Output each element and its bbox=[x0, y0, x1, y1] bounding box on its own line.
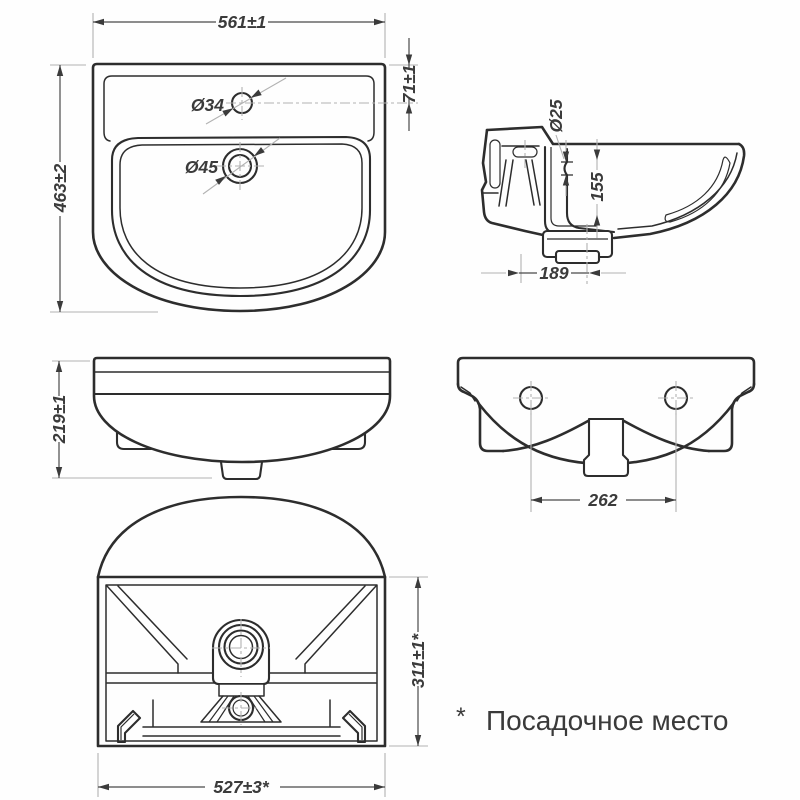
side-bowl-outer bbox=[612, 142, 746, 240]
faucet-hole-label: Ø34 bbox=[191, 95, 224, 115]
dim-mount-hole-spacing: 262 bbox=[530, 410, 677, 512]
drain-hole-arrow-sw bbox=[215, 175, 227, 185]
dim-top-width: 561±1 bbox=[92, 12, 386, 58]
bottom-drain-centerlines bbox=[212, 619, 270, 677]
footnote: * Посадочное место bbox=[456, 703, 728, 736]
bottom-corner-bracket-right bbox=[341, 709, 367, 744]
dim-mount-width: 527±3* bbox=[97, 753, 386, 797]
faucet-hole-leader bbox=[205, 77, 287, 125]
side-deck-top bbox=[485, 125, 741, 146]
back-left-apron bbox=[501, 419, 590, 453]
drain-hole-arrow-ne bbox=[253, 147, 265, 157]
front-body bbox=[92, 356, 392, 464]
footnote-marker: * bbox=[456, 703, 466, 731]
back-view: 262 bbox=[456, 356, 756, 512]
top-view-deck-line bbox=[103, 75, 375, 142]
side-bracket-ribs bbox=[498, 159, 541, 207]
bottom-view: 311±1* 527±3* bbox=[96, 495, 428, 797]
back-right-wing-inner bbox=[736, 386, 752, 402]
top-view-outline bbox=[91, 62, 387, 313]
front-left-lug bbox=[115, 410, 153, 451]
dim-top-width-text: 561±1 bbox=[218, 12, 267, 32]
bottom-corner-bracket-left bbox=[116, 709, 142, 744]
bottom-body-inner bbox=[105, 584, 378, 742]
dim-bowl-depth: 155 bbox=[587, 139, 607, 238]
side-bowl-inner bbox=[617, 152, 738, 230]
bottom-seat-hatch bbox=[208, 695, 274, 723]
side-bracket-outline bbox=[480, 128, 545, 237]
faucet-hole-arrow-sw bbox=[222, 108, 234, 117]
side-duct-inner bbox=[550, 147, 597, 227]
dim-drain-from-wall: 189 bbox=[481, 254, 626, 283]
bottom-overflow-centerlines bbox=[222, 692, 260, 725]
dim-top-depth-text: 463±2 bbox=[50, 163, 70, 213]
dim-overflow-hole-text: Ø25 bbox=[546, 99, 566, 132]
side-section-view: Ø25 155 189 bbox=[480, 99, 746, 284]
back-left-wing-inner bbox=[460, 386, 476, 402]
top-view-bowl-inner-rim bbox=[119, 143, 363, 289]
dim-drain-from-wall-text: 189 bbox=[539, 263, 568, 283]
bottom-wall-slants bbox=[106, 585, 377, 674]
back-top-bar bbox=[456, 356, 756, 386]
bottom-seat-trapezoid bbox=[200, 695, 282, 723]
faucet-hole-arrow-ne bbox=[250, 89, 262, 98]
bottom-corner-bracket-right-inner bbox=[348, 713, 363, 740]
drain-hole-leader bbox=[202, 137, 281, 195]
dim-mount-width-text: 527±3* bbox=[213, 777, 270, 797]
front-drain-stub bbox=[217, 446, 266, 481]
drain-hole-label: Ø45 bbox=[185, 157, 218, 177]
back-right-wing bbox=[707, 382, 756, 453]
dim-top-depth: 463±2 bbox=[50, 64, 158, 313]
footnote-text: Посадочное место bbox=[486, 705, 728, 736]
front-right-lug bbox=[329, 410, 367, 451]
side-overflow-channel bbox=[664, 156, 731, 223]
top-view-bowl-rim bbox=[110, 135, 372, 298]
back-hole-centerlines bbox=[513, 381, 694, 415]
bottom-body-outer bbox=[96, 575, 387, 748]
back-drain-box bbox=[582, 417, 630, 478]
dim-front-height-text: 219±1 bbox=[49, 395, 69, 445]
dim-mount-depth-text: 311±1* bbox=[408, 633, 428, 688]
side-bracket-slot bbox=[489, 139, 501, 189]
dim-faucet-offset-text: 71±1 bbox=[399, 65, 419, 104]
side-hole-edges bbox=[561, 161, 573, 176]
bottom-corner-bracket-left-inner bbox=[120, 713, 135, 740]
back-left-wing bbox=[456, 382, 505, 453]
bottom-ledge-bands bbox=[142, 699, 341, 737]
dim-mount-depth: 311±1* bbox=[389, 576, 428, 747]
dim-overflow-hole: Ø25 bbox=[546, 99, 570, 196]
dim-front-height: 219±1 bbox=[49, 360, 212, 479]
top-view: Ø34 Ø45 561±1 463±2 bbox=[50, 12, 419, 313]
back-right-apron bbox=[622, 419, 711, 453]
dim-faucet-offset: 71±1 bbox=[389, 38, 419, 131]
dim-bowl-depth-text: 155 bbox=[587, 172, 607, 201]
dim-mount-hole-spacing-text: 262 bbox=[587, 490, 617, 510]
bottom-dome bbox=[96, 495, 387, 579]
front-view: 219±1 bbox=[49, 356, 392, 481]
side-drain-lower bbox=[554, 249, 601, 265]
faucet-hole-centerlines bbox=[226, 87, 418, 120]
